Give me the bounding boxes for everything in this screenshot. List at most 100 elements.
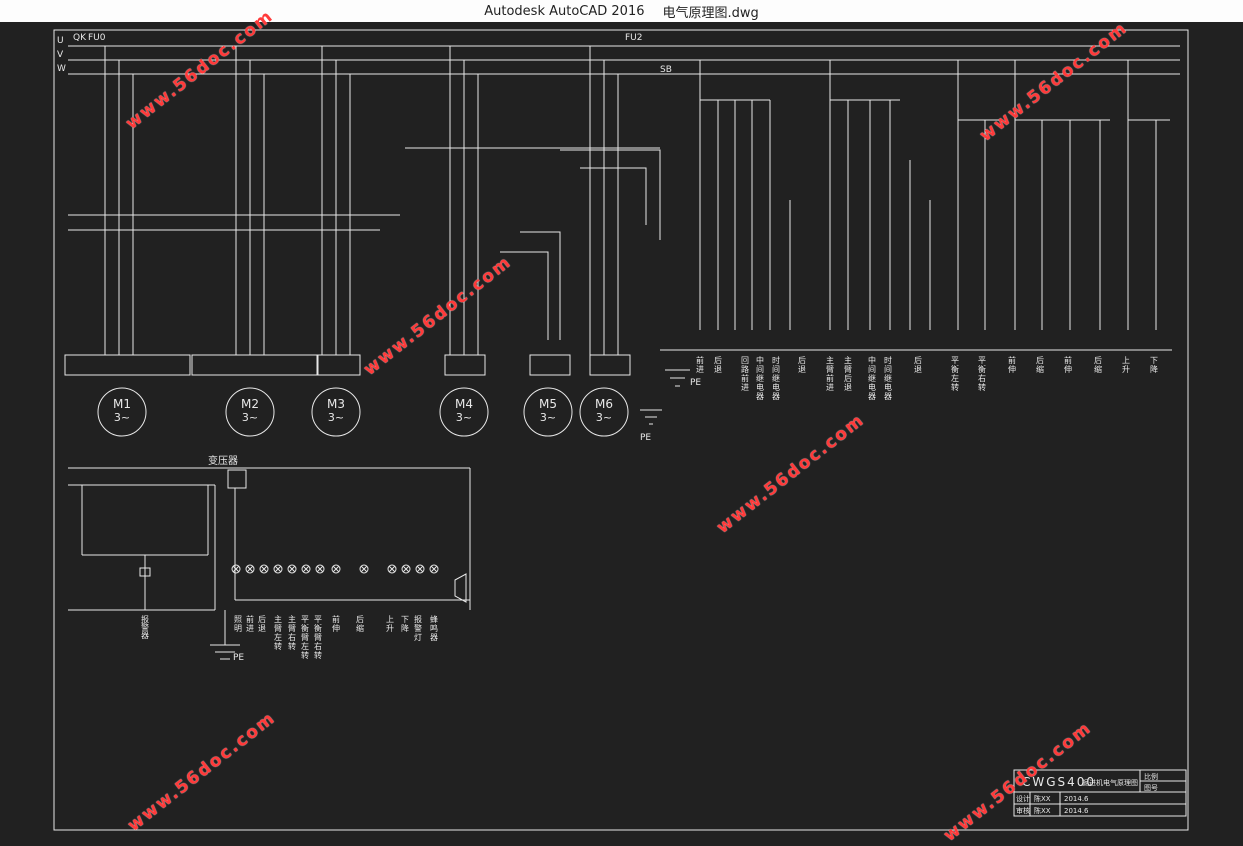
motor-label: M5 bbox=[539, 397, 557, 411]
circuit-label-top: 后退 bbox=[798, 355, 807, 374]
title-block-check: 审核 bbox=[1016, 806, 1030, 815]
motor-label: M2 bbox=[241, 397, 259, 411]
circuit-label-top: 平衡右转 bbox=[978, 356, 987, 392]
motor-2: M23~ bbox=[225, 387, 275, 437]
circuit-label-bottom: 上升 bbox=[386, 615, 395, 633]
thermal-relays bbox=[64, 354, 631, 376]
lamp-symbols bbox=[231, 564, 439, 574]
pe-label-top: PE bbox=[690, 378, 701, 388]
title-block-frame bbox=[1013, 769, 1187, 817]
lamp-icon bbox=[331, 564, 341, 574]
lamp-icon bbox=[429, 564, 439, 574]
fu2-label: FU2 bbox=[625, 33, 643, 43]
circuit-label-bottom: 平衡臂左转 bbox=[301, 615, 310, 660]
lamp-icon bbox=[387, 564, 397, 574]
motor-spec: 3~ bbox=[328, 411, 344, 424]
motor-label: M3 bbox=[327, 397, 345, 411]
circuit-label-top: 后缩 bbox=[1094, 355, 1103, 374]
lamp-icon bbox=[273, 564, 283, 574]
control-branches bbox=[699, 60, 1170, 330]
motor-circle bbox=[439, 387, 489, 437]
motor-circle bbox=[579, 387, 629, 437]
circuit-label-bottom: 蜂鸣器 bbox=[430, 614, 439, 642]
circuit-label-bottom: 前进 bbox=[246, 614, 255, 633]
lamp-icon bbox=[315, 564, 325, 574]
motor-3: M33~ bbox=[311, 387, 361, 437]
motor-6: M63~ bbox=[579, 387, 629, 437]
motor-1: M13~ bbox=[97, 387, 147, 437]
lamp-icon bbox=[245, 564, 255, 574]
motor-5: M53~ bbox=[523, 387, 573, 437]
pe-label-mid: PE bbox=[640, 433, 651, 443]
title-block-scale: 比例 bbox=[1144, 772, 1158, 781]
motor-circle bbox=[311, 387, 361, 437]
circuit-label-bottom: 平衡臂右转 bbox=[314, 615, 323, 660]
motor-4: M43~ bbox=[439, 387, 489, 437]
motor-label: M4 bbox=[455, 397, 473, 411]
motor-label: M6 bbox=[595, 397, 613, 411]
motor-spec: 3~ bbox=[242, 411, 258, 424]
motors: M13~M23~M33~M43~M53~M63~ bbox=[97, 387, 629, 437]
title-block-date1: 2014.6 bbox=[1064, 795, 1089, 803]
sb-label: SB bbox=[660, 65, 672, 75]
motor-spec: 3~ bbox=[456, 411, 472, 424]
circuit-label-top: 时间继电器 bbox=[772, 355, 781, 401]
title-block-designer: 陈XX bbox=[1034, 794, 1051, 803]
motor-spec: 3~ bbox=[540, 411, 556, 424]
app-name: Autodesk AutoCAD 2016 bbox=[484, 3, 645, 19]
window-titlebar: Autodesk AutoCAD 2016 电气原理图.dwg bbox=[0, 0, 1243, 22]
motor-circle bbox=[523, 387, 573, 437]
circuit-label-bottom: 后退 bbox=[258, 614, 267, 633]
title-block-sheet: 图号 bbox=[1144, 784, 1158, 792]
lamp-icon bbox=[415, 564, 425, 574]
circuit-label-top: 中间继电器 bbox=[868, 355, 877, 401]
motor-feeders bbox=[68, 46, 661, 355]
circuit-label-top: 后缩 bbox=[1036, 355, 1045, 374]
circuit-label-bottom: 下降 bbox=[401, 615, 410, 633]
fu-label: FU0 bbox=[88, 33, 106, 43]
circuit-label-bottom: 报警灯 bbox=[414, 614, 423, 642]
transformer-label: 变压器 bbox=[208, 454, 238, 467]
lamp-icon bbox=[301, 564, 311, 574]
qk-label: QK bbox=[73, 33, 87, 43]
phase-label-v: V bbox=[57, 50, 64, 60]
pe-label-bottom: PE bbox=[233, 653, 244, 663]
circuit-label-top: 中间继电器 bbox=[756, 355, 765, 401]
title-block-design: 设计 bbox=[1016, 794, 1030, 803]
title-block: CWGS400 掘进机电气原理图 比例 图号 设计 审核 陈XX 陈XX 201… bbox=[1016, 772, 1158, 815]
title-block-subtitle: 掘进机电气原理图 bbox=[1082, 778, 1138, 787]
circuit-label-top: 时间继电器 bbox=[884, 355, 893, 401]
circuit-label-bottom: 前伸 bbox=[332, 614, 341, 633]
circuit-label-top: 前伸 bbox=[1008, 355, 1017, 374]
drawing-canvas[interactable]: M13~M23~M33~M43~M53~M63~ U V W QK FU0 FU… bbox=[0, 22, 1243, 835]
circuit-labels-bottom: 照明前进后退主臂左转主臂右转平衡臂左转平衡臂右转前伸后缩上升下降报警灯蜂鸣器 bbox=[234, 614, 439, 660]
motor-circle bbox=[97, 387, 147, 437]
phase-label-u: U bbox=[57, 36, 64, 46]
title-block-checker: 陈XX bbox=[1034, 806, 1051, 815]
file-name: 电气原理图.dwg bbox=[662, 5, 759, 21]
circuit-label-bottom: 照明 bbox=[234, 615, 243, 633]
drawing-frame bbox=[53, 29, 1189, 831]
circuit-label-top: 前进 bbox=[696, 355, 705, 374]
motor-circle bbox=[225, 387, 275, 437]
circuit-label-top: 上升 bbox=[1122, 356, 1131, 374]
pe-ground-mid bbox=[640, 409, 662, 425]
lamp-icon bbox=[259, 564, 269, 574]
motor-spec: 3~ bbox=[114, 411, 130, 424]
motor-label: M1 bbox=[113, 397, 131, 411]
alarm-label: 报警器 bbox=[141, 614, 150, 640]
title-block-date2: 2014.6 bbox=[1064, 807, 1089, 815]
circuit-label-top: 主臂后退 bbox=[844, 355, 853, 392]
circuit-label-top: 前伸 bbox=[1064, 355, 1073, 374]
circuit-label-top: 主臂前进 bbox=[826, 355, 835, 392]
lamp-icon bbox=[287, 564, 297, 574]
circuit-label-bottom: 主臂右转 bbox=[288, 614, 297, 651]
circuit-label-top: 下降 bbox=[1150, 356, 1159, 374]
lamp-icon bbox=[231, 564, 241, 574]
lamp-icon bbox=[401, 564, 411, 574]
lamp-circuit bbox=[68, 467, 471, 660]
phase-label-w: W bbox=[57, 64, 66, 74]
circuit-labels-top: 前进后退回路前进中间继电器时间继电器后退主臂前进主臂后退中间继电器时间继电器后退… bbox=[696, 355, 1159, 401]
circuit-label-top: 回路前进 bbox=[741, 356, 750, 392]
circuit-label-bottom: 后缩 bbox=[356, 614, 365, 633]
